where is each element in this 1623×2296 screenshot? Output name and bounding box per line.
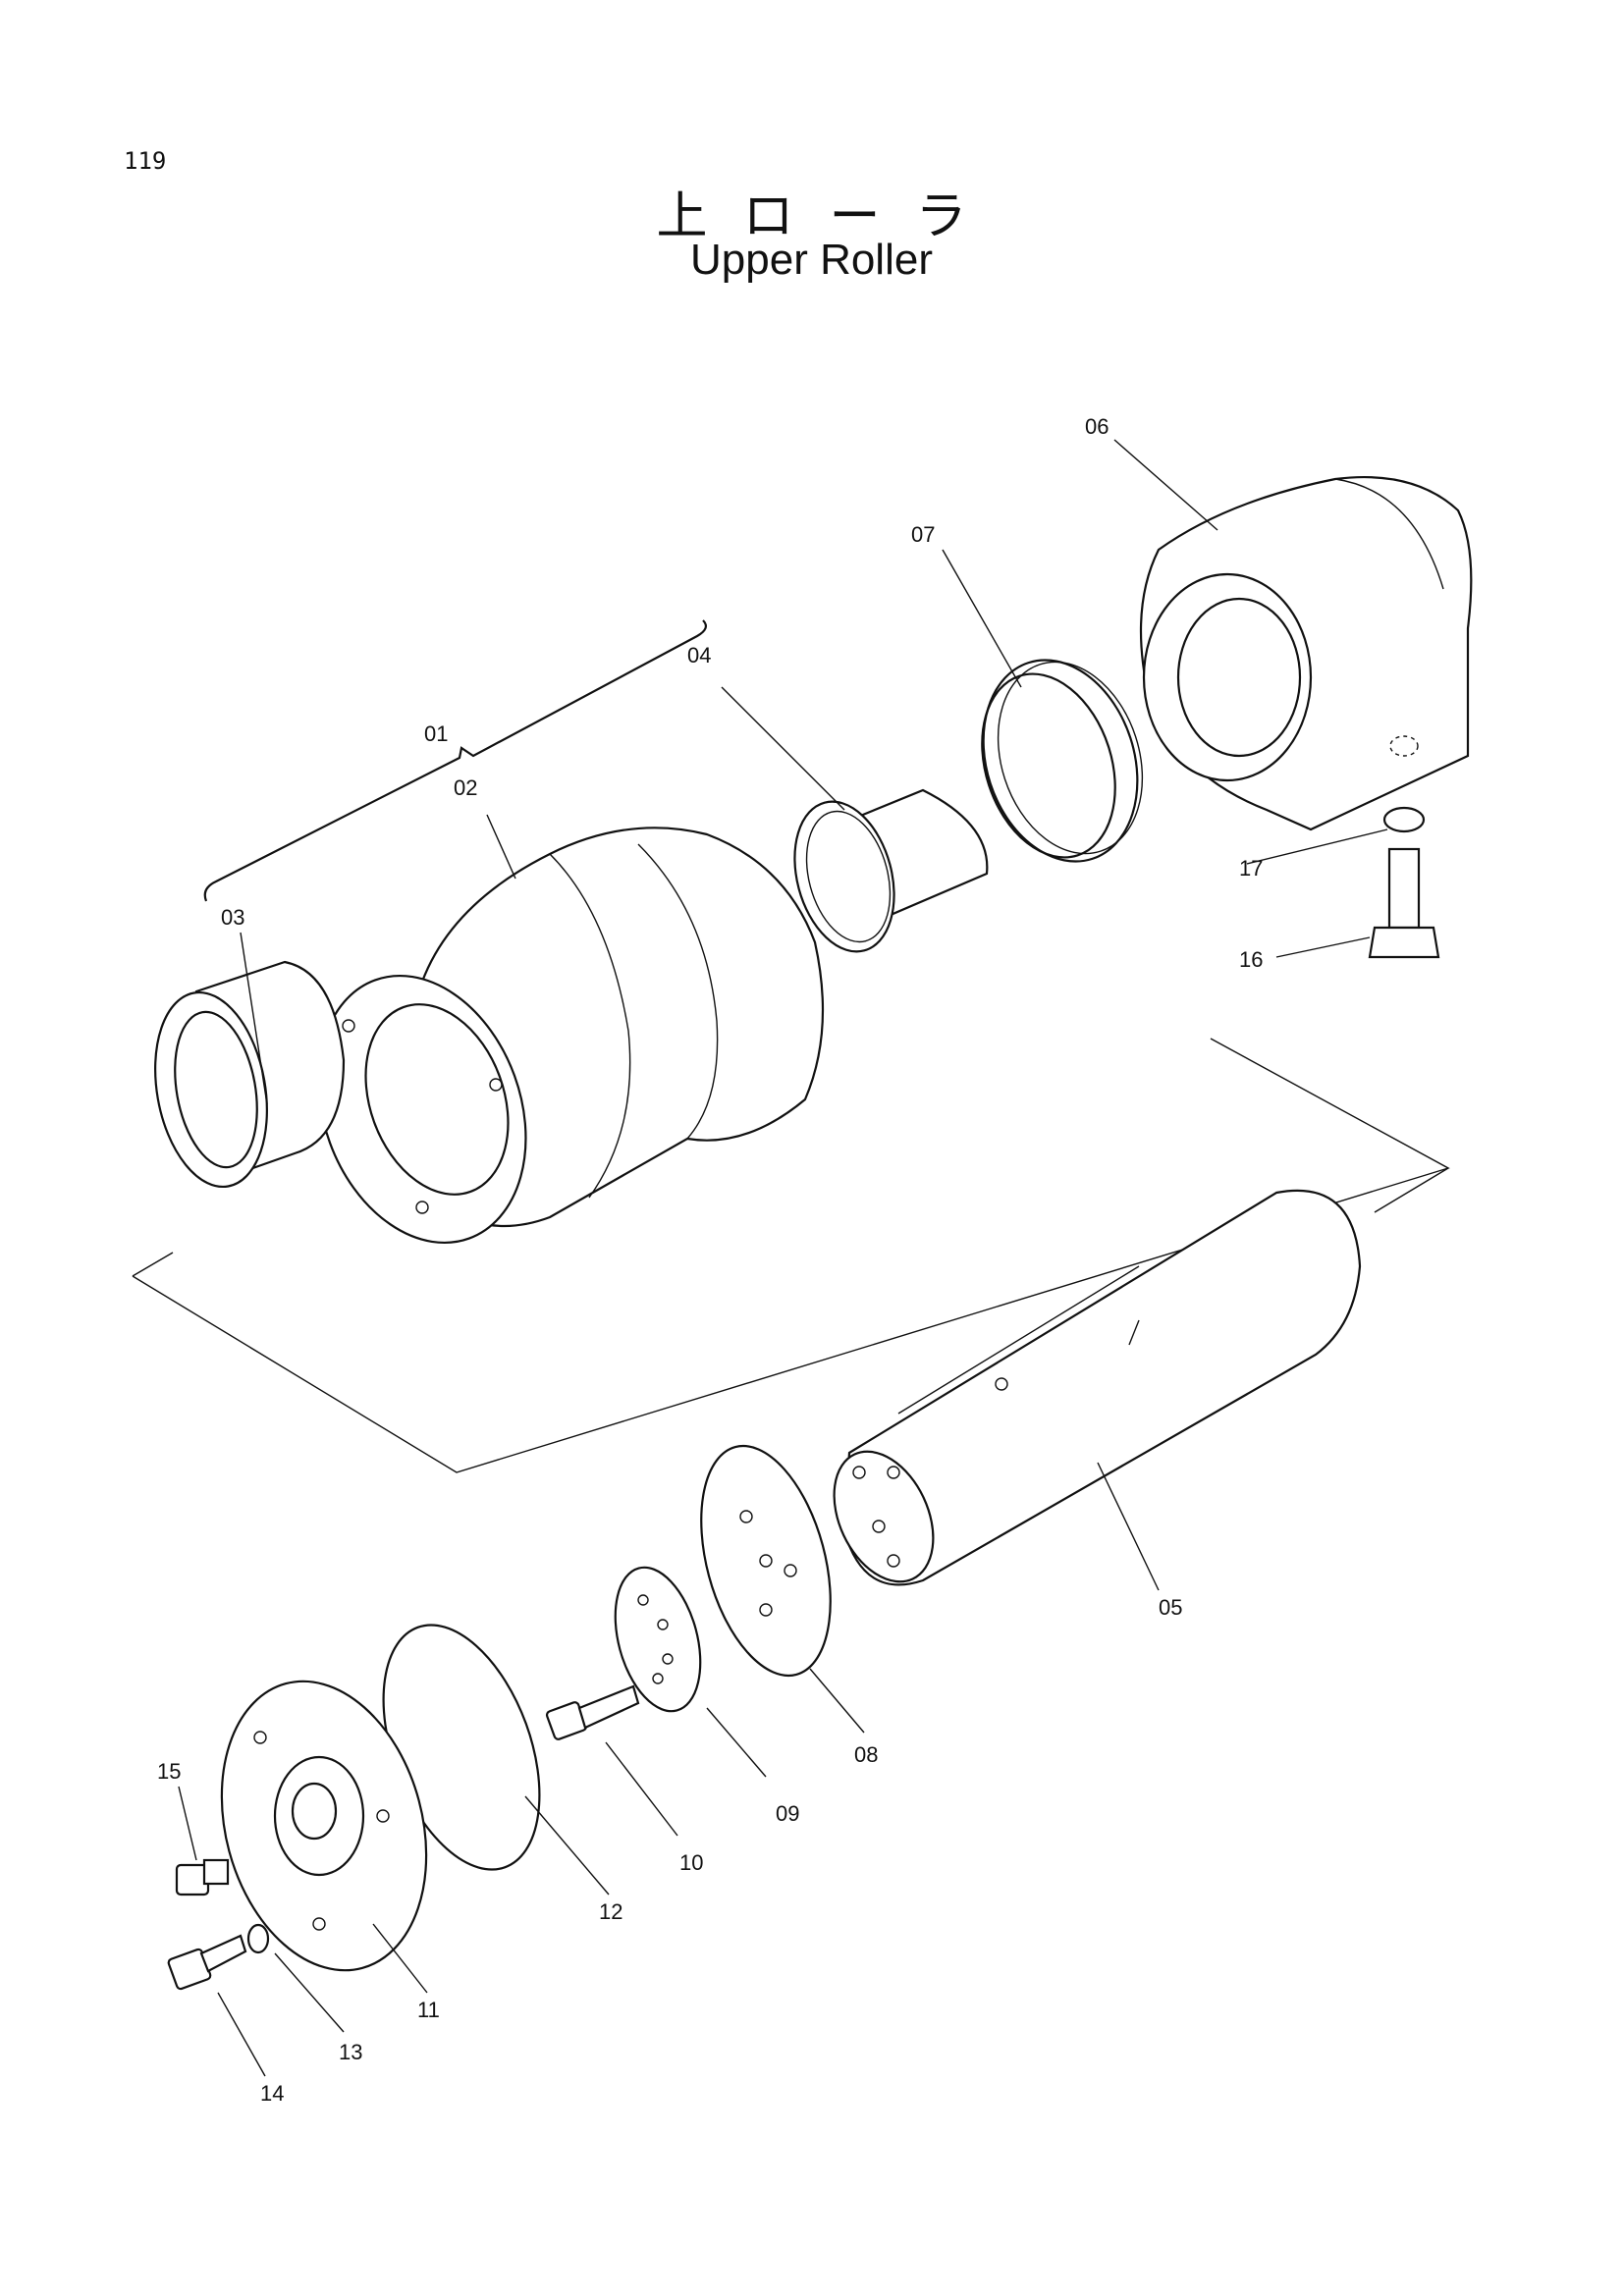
callout-01: 01 (424, 721, 448, 746)
group-outline (132, 1038, 1450, 1473)
part-08-plate (700, 1444, 832, 1678)
callout-11: 11 (417, 1998, 440, 2022)
part-17-washer (1382, 806, 1426, 833)
callout-05: 05 (1159, 1595, 1182, 1620)
part-07-seal (981, 659, 1144, 863)
leader-lines (178, 439, 1388, 2077)
callout-14: 14 (260, 2081, 284, 2106)
callout-15: 15 (157, 1759, 181, 1784)
callout-13: 13 (339, 2040, 362, 2064)
callout-10: 10 (679, 1850, 703, 1875)
callout-06: 06 (1085, 414, 1109, 439)
part-02-roller (317, 827, 825, 1245)
part-13-washer (246, 1923, 270, 1954)
callout-12: 12 (599, 1899, 622, 1924)
part-03-collar (154, 960, 346, 1189)
page-title-english: Upper Roller (690, 236, 933, 284)
callout-08: 08 (854, 1742, 878, 1767)
part-10-bolt (545, 1684, 640, 1740)
part-09-plate (614, 1566, 702, 1713)
page-number: 119 (124, 147, 167, 175)
callout-09: 09 (776, 1801, 799, 1826)
part-05-shaft (833, 1189, 1362, 1586)
callout-07: 07 (911, 522, 935, 547)
assembly-bracket-01 (203, 619, 707, 902)
page-title-japanese: 上ローラ (656, 187, 1002, 246)
callout-04: 04 (687, 643, 711, 667)
callout-03: 03 (221, 905, 244, 930)
part-04-bushing (793, 788, 989, 953)
callout-16: 16 (1239, 947, 1263, 972)
callout-17: 17 (1239, 856, 1263, 881)
part-11-cover (220, 1680, 428, 1972)
part-15-plug (175, 1858, 230, 1896)
part-06-bracket (1139, 476, 1473, 831)
part-16-bolt (1368, 847, 1440, 959)
callout-02: 02 (454, 775, 477, 800)
part-14-bolt (167, 1934, 247, 1991)
